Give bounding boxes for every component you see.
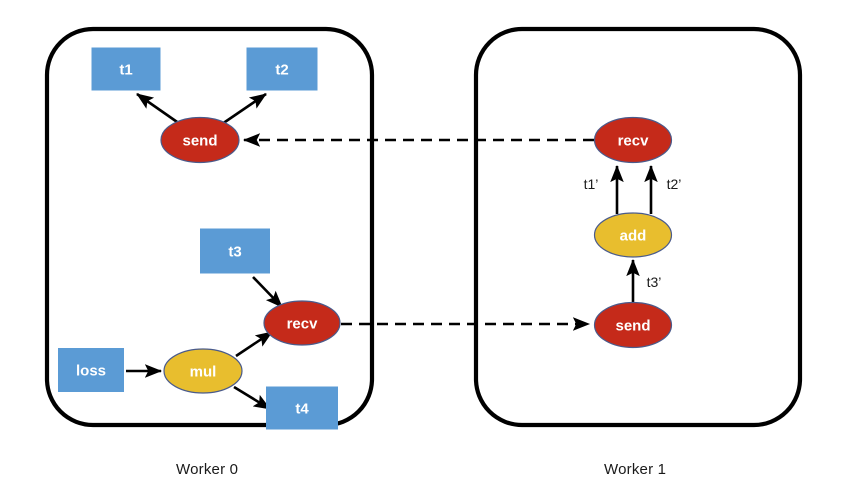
node-t3[interactable]: t3 xyxy=(200,228,270,274)
node-t1-label: t1 xyxy=(119,62,132,79)
node-recv-worker0[interactable]: recv xyxy=(263,300,341,346)
node-t1[interactable]: t1 xyxy=(91,47,161,91)
node-loss[interactable]: loss xyxy=(58,348,124,392)
worker1-caption: Worker 1 xyxy=(604,461,667,478)
node-t4[interactable]: t4 xyxy=(266,386,338,430)
node-send-worker1[interactable]: send xyxy=(593,301,673,349)
worker0-container xyxy=(44,26,375,428)
worker0-caption: Worker 0 xyxy=(176,461,239,478)
node-loss-label: loss xyxy=(76,363,106,380)
node-send-worker0-label: send xyxy=(182,133,217,150)
node-t1-shape xyxy=(91,47,161,91)
node-send-worker1-label: send xyxy=(615,318,650,335)
node-mul-label: mul xyxy=(190,364,217,381)
node-t3-label: t3 xyxy=(228,244,241,261)
node-mul-shape xyxy=(163,348,243,394)
worker1-container xyxy=(473,26,803,428)
node-send-worker0[interactable]: send xyxy=(160,116,240,164)
edge-label-t1-prime: t1’ xyxy=(584,176,599,192)
edge-send0-to-t2 xyxy=(221,92,267,126)
edge-mul-to-recv0 xyxy=(235,330,273,358)
worker1-container-group xyxy=(473,26,803,428)
edge-label-t2-prime: t2’ xyxy=(667,176,682,192)
node-t4-label: t4 xyxy=(295,401,309,418)
node-recv-worker1[interactable]: recv xyxy=(593,116,673,164)
node-recv-worker1-label: recv xyxy=(618,133,650,150)
node-mul[interactable]: mul xyxy=(163,348,243,394)
node-t2-label: t2 xyxy=(275,62,288,79)
node-recv-worker0-shape xyxy=(263,300,341,346)
node-add-label: add xyxy=(620,228,647,245)
node-t4-shape xyxy=(266,386,338,430)
node-recv-worker1-shape xyxy=(593,116,673,164)
edge-mul-to-t4 xyxy=(233,385,271,411)
worker0-container-group xyxy=(44,26,375,428)
node-add-shape xyxy=(593,212,673,258)
node-send-worker1-shape xyxy=(593,301,673,349)
edge-label-t3-prime: t3’ xyxy=(647,274,662,290)
edge-send0-to-t1 xyxy=(136,92,181,126)
node-t2-shape xyxy=(246,47,318,91)
node-send-worker0-shape xyxy=(160,116,240,164)
node-t3-shape xyxy=(200,228,270,274)
node-add[interactable]: add xyxy=(593,212,673,258)
node-recv-worker0-label: recv xyxy=(287,316,319,333)
node-loss-shape xyxy=(58,348,124,392)
node-t2[interactable]: t2 xyxy=(246,47,318,91)
edge-t3-to-recv0 xyxy=(252,276,283,308)
